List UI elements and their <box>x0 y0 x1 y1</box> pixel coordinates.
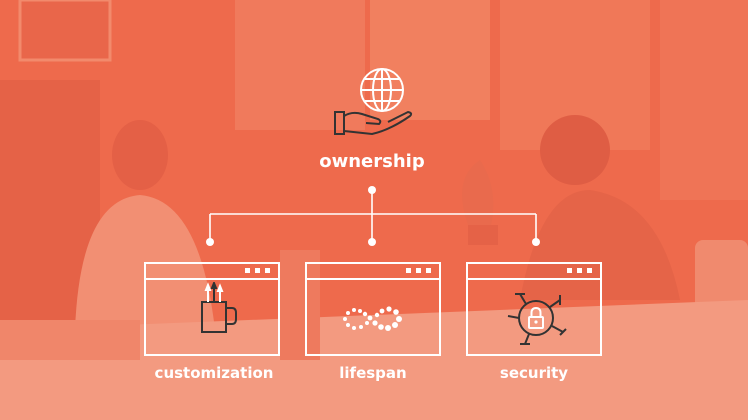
connector-node-root <box>368 186 376 194</box>
card-security-label: security <box>499 364 569 382</box>
window-titlebar <box>146 278 278 280</box>
connector-node-security <box>532 238 540 246</box>
window-dots <box>406 268 431 273</box>
window-dots <box>245 268 270 273</box>
window-dots <box>567 268 592 273</box>
padlock-network-icon <box>507 293 567 345</box>
window-titlebar <box>307 278 439 280</box>
card-lifespan-label: lifespan <box>339 364 407 382</box>
window-titlebar <box>468 278 600 280</box>
connector-node-lifespan <box>368 238 376 246</box>
globe-in-hand-icon <box>334 68 413 136</box>
card-customization <box>144 262 280 356</box>
pencil-cup-mug-icon <box>201 282 237 333</box>
root-node-label: ownership <box>319 151 425 172</box>
connector-node-customization <box>206 238 214 246</box>
card-customization-label: customization <box>154 364 274 382</box>
infinity-dots-icon <box>343 306 402 331</box>
card-security <box>466 262 602 356</box>
card-lifespan <box>305 262 441 356</box>
